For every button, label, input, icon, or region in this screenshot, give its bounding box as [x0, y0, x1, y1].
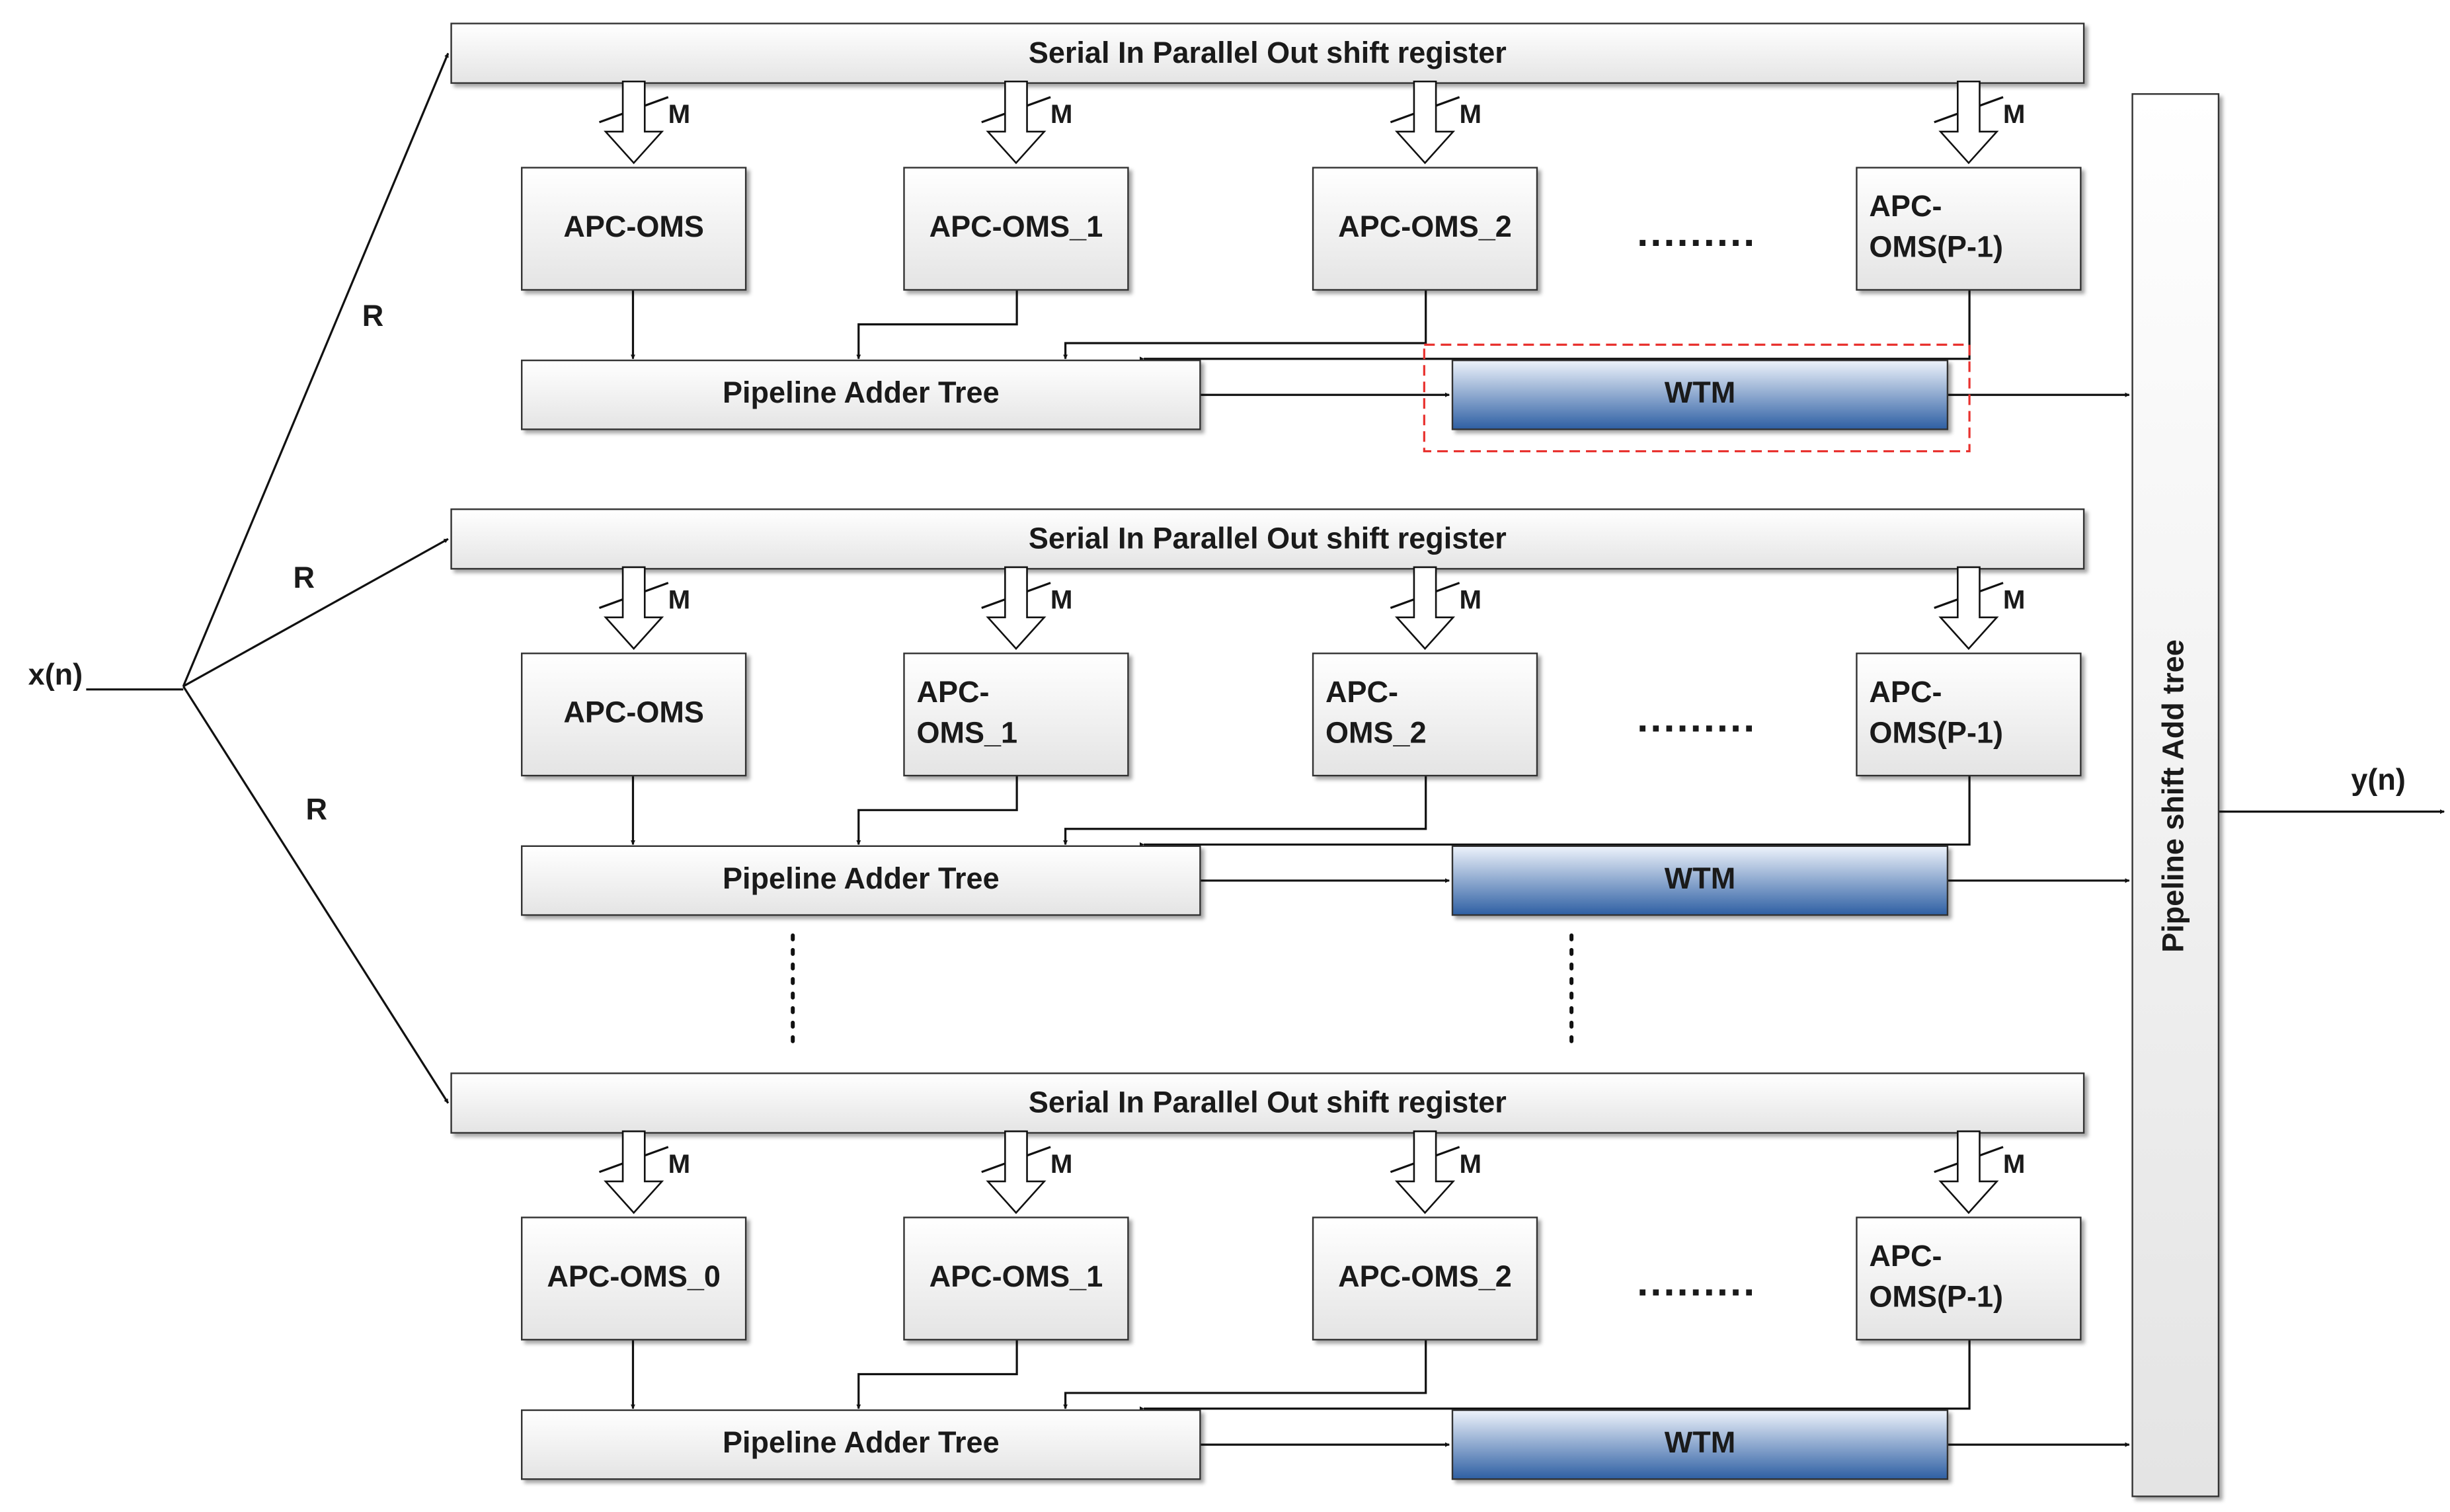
row-3-apc-label-1: APC-OMS_1 [929, 1259, 1103, 1293]
row-3-apc1-to-adder [856, 1339, 1018, 1410]
branch-label-r-1: R [362, 299, 384, 333]
row-2-apc-block-2 [1312, 653, 1538, 777]
row-3-apc-block-2 [1312, 1216, 1538, 1341]
row-1-wtm-highlight [1423, 343, 1971, 453]
row-1-bus-arrow-2 [1394, 80, 1456, 165]
row-3-shift-register-label: Serial In Parallel Out shift register [1029, 1086, 1507, 1119]
row-3-apcP-to-adder [1143, 1339, 1971, 1412]
row-2-wtm-label: WTM [1665, 861, 1735, 895]
row-1-apc-label-3-b: OMS(P-1) [1869, 230, 2003, 264]
bus-width-label: M [1459, 1149, 1482, 1179]
row-2-apc-label-2-b: OMS_2 [1325, 715, 1427, 749]
bus-width-label: M [2003, 585, 2026, 615]
row-2-apcP-to-adder [1143, 776, 1971, 847]
row-1-branch-arrow [182, 52, 450, 687]
input-label: x(n) [28, 658, 83, 692]
row-2-bus-arrow-1 [986, 566, 1047, 651]
pipeline-shift-add-tree [2131, 93, 2220, 1497]
bus-width-label: M [668, 1149, 691, 1179]
row-1-shift-register [450, 22, 2085, 84]
row-1-apc-label-3-a: APC- [1869, 189, 1942, 223]
row-3-bus-arrow-0 [604, 1130, 664, 1214]
bus-width-label: M [1459, 99, 1482, 129]
row-2-bus-arrow-2 [1394, 566, 1456, 651]
row-2-shift-register-label: Serial In Parallel Out shift register [1029, 522, 1507, 555]
row-2-bus-arrow-3 [1938, 566, 1999, 651]
row-1-apc-block-2 [1312, 167, 1538, 291]
row-1-bus-arrow-1 [986, 80, 1047, 165]
row-2-bus-arrow-0 [604, 566, 664, 651]
row-3-wtm-label: WTM [1665, 1425, 1735, 1459]
row-2-apc-block-0 [521, 653, 747, 777]
bus-width-label: M [2003, 99, 2026, 129]
row-1-apcP-to-adder [1143, 290, 1971, 362]
row-2-apc-label-1-a: APC- [916, 675, 989, 709]
row-1-apc-block-0 [521, 167, 747, 291]
row-2-apc-block-3 [1856, 653, 2082, 777]
row-3-apc-label-3-a: APC- [1869, 1239, 1942, 1273]
row-2-apc-label-0: APC-OMS [563, 696, 704, 729]
bus-width-label: M [2003, 1149, 2026, 1179]
row-2-wtm-block [1451, 845, 1949, 916]
row-3-adder-tree [521, 1409, 1201, 1480]
bus-width-label: M [1050, 1149, 1073, 1179]
row-2-apc-label-1-b: OMS_1 [916, 715, 1017, 749]
bus-width-label: M [668, 585, 691, 615]
row-1-apc1-to-adder [856, 290, 1018, 360]
row-1-bus-arrow-0 [604, 80, 664, 165]
row-1-apc-ellipsis: ......... [1637, 210, 1757, 255]
bus-width-label: M [1459, 585, 1482, 615]
row-3-bus-arrow-2 [1394, 1130, 1456, 1214]
row-1-apc2-to-adder [1063, 290, 1427, 360]
row-2-adder-tree [521, 845, 1201, 916]
row-1-apc-label-2: APC-OMS_2 [1338, 210, 1512, 243]
row-1-apc-label-0: APC-OMS [563, 210, 704, 243]
row-3-bus-arrow-1 [986, 1130, 1047, 1214]
row-2-apc-ellipsis: ......... [1637, 695, 1757, 740]
row-2-shift-register [450, 508, 2085, 570]
row-2-apc1-to-adder [856, 776, 1018, 846]
pipeline-shift-add-tree-label: Pipeline shift Add tree [2156, 639, 2190, 953]
row-1-adder-tree-label: Pipeline Adder Tree [723, 376, 1000, 409]
row-1-bus-arrow-3 [1938, 80, 1999, 165]
row-1-apc-block-1 [903, 167, 1129, 291]
output-label: y(n) [2351, 763, 2406, 797]
row-2-apc-label-3-b: OMS(P-1) [1869, 715, 2003, 749]
row-3-apc-label-3-b: OMS(P-1) [1869, 1280, 2003, 1314]
row-1-apc-label-1: APC-OMS_1 [929, 210, 1103, 243]
bus-width-label: M [1050, 585, 1073, 615]
row-3-apc-block-3 [1856, 1216, 2082, 1341]
bus-width-label: M [668, 99, 691, 129]
row-3-shift-register [450, 1072, 2085, 1134]
row-2-apc-label-3-a: APC- [1869, 675, 1942, 709]
row-2-apc-label-2-a: APC- [1325, 675, 1398, 709]
row-3-bus-arrow-3 [1938, 1130, 1999, 1214]
row-1-apc-block-3 [1856, 167, 2082, 291]
row-1-shift-register-label: Serial In Parallel Out shift register [1029, 36, 1507, 69]
row-2-branch-arrow [182, 537, 449, 688]
row-3-apc-block-0 [521, 1216, 747, 1341]
row-1-wtm-block [1451, 359, 1949, 430]
row-3-apc-block-1 [903, 1216, 1129, 1341]
row-1-adder-tree [521, 359, 1201, 430]
row-3-apc-ellipsis: ......... [1637, 1259, 1757, 1305]
row-3-apc-label-0: APC-OMS_0 [547, 1259, 721, 1293]
row-3-adder-tree-label: Pipeline Adder Tree [723, 1425, 1000, 1459]
row-3-wtm-block [1451, 1409, 1949, 1480]
bus-width-label: M [1050, 99, 1073, 129]
row-3-apc-label-2: APC-OMS_2 [1338, 1259, 1512, 1293]
branch-label-r-2: R [294, 561, 315, 594]
row-3-branch-arrow [182, 686, 450, 1104]
row-2-apc2-to-adder [1063, 776, 1427, 846]
row-2-apc-block-1 [903, 653, 1129, 777]
row-1-wtm-label: WTM [1665, 376, 1735, 409]
row-2-adder-tree-label: Pipeline Adder Tree [723, 861, 1000, 895]
row-3-apc2-to-adder [1063, 1339, 1427, 1410]
branch-label-r-3: R [305, 793, 327, 826]
